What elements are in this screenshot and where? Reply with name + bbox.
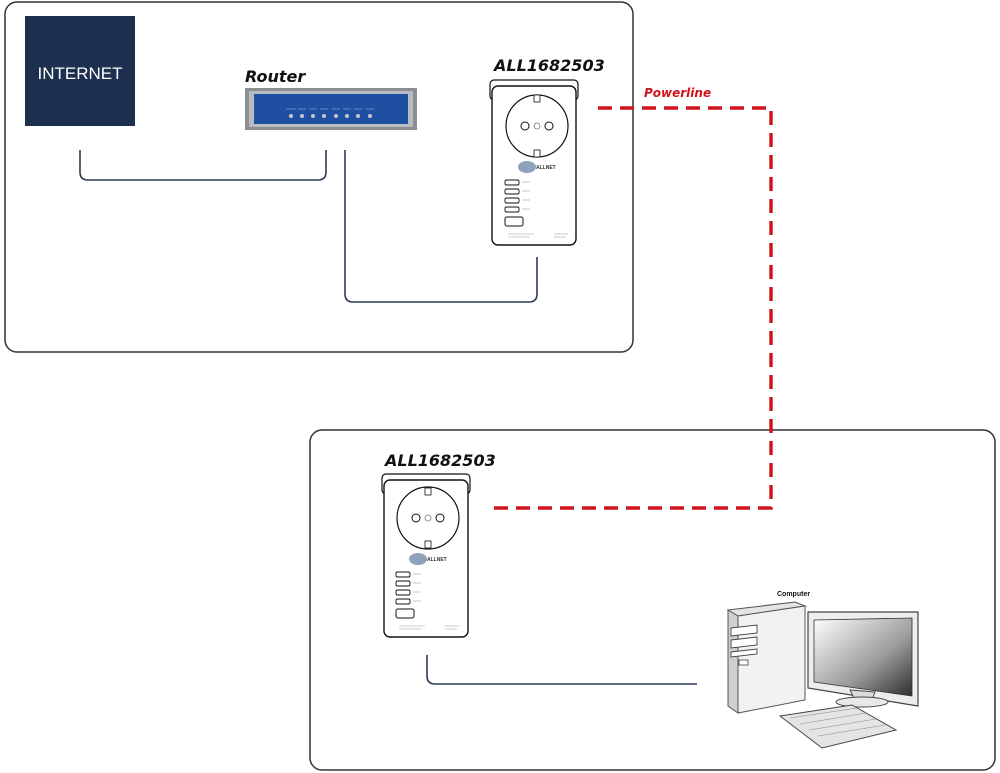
router-leds (289, 114, 372, 118)
top-panel (4, 1, 634, 353)
adapter-bottom-label: ALL1682503 (383, 451, 496, 470)
computer-node: Computer (726, 591, 919, 749)
adapter-top-brand: ALLNET (536, 165, 556, 171)
router-node: Router (245, 67, 417, 130)
powerline-adapter-bottom: ALL1682503 ALLNET (381, 451, 496, 638)
internet-node: INTERNET (25, 16, 135, 126)
powerline-adapter-top: ALL1682503 ALLNET (489, 56, 605, 246)
cable-internet-router (79, 150, 327, 181)
internet-label: INTERNET (38, 64, 123, 83)
router-label: Router (245, 67, 306, 86)
computer-label: Computer (777, 591, 810, 598)
powerline-label: Powerline (644, 86, 711, 100)
adapter-bottom-brand: ALLNET (427, 557, 447, 563)
powerline-link: Powerline (486, 86, 773, 510)
cable-adapter-computer (426, 655, 697, 685)
adapter-top-label: ALL1682503 (492, 56, 605, 75)
ethernet-cables (79, 150, 697, 685)
cable-router-adapter (344, 150, 538, 303)
